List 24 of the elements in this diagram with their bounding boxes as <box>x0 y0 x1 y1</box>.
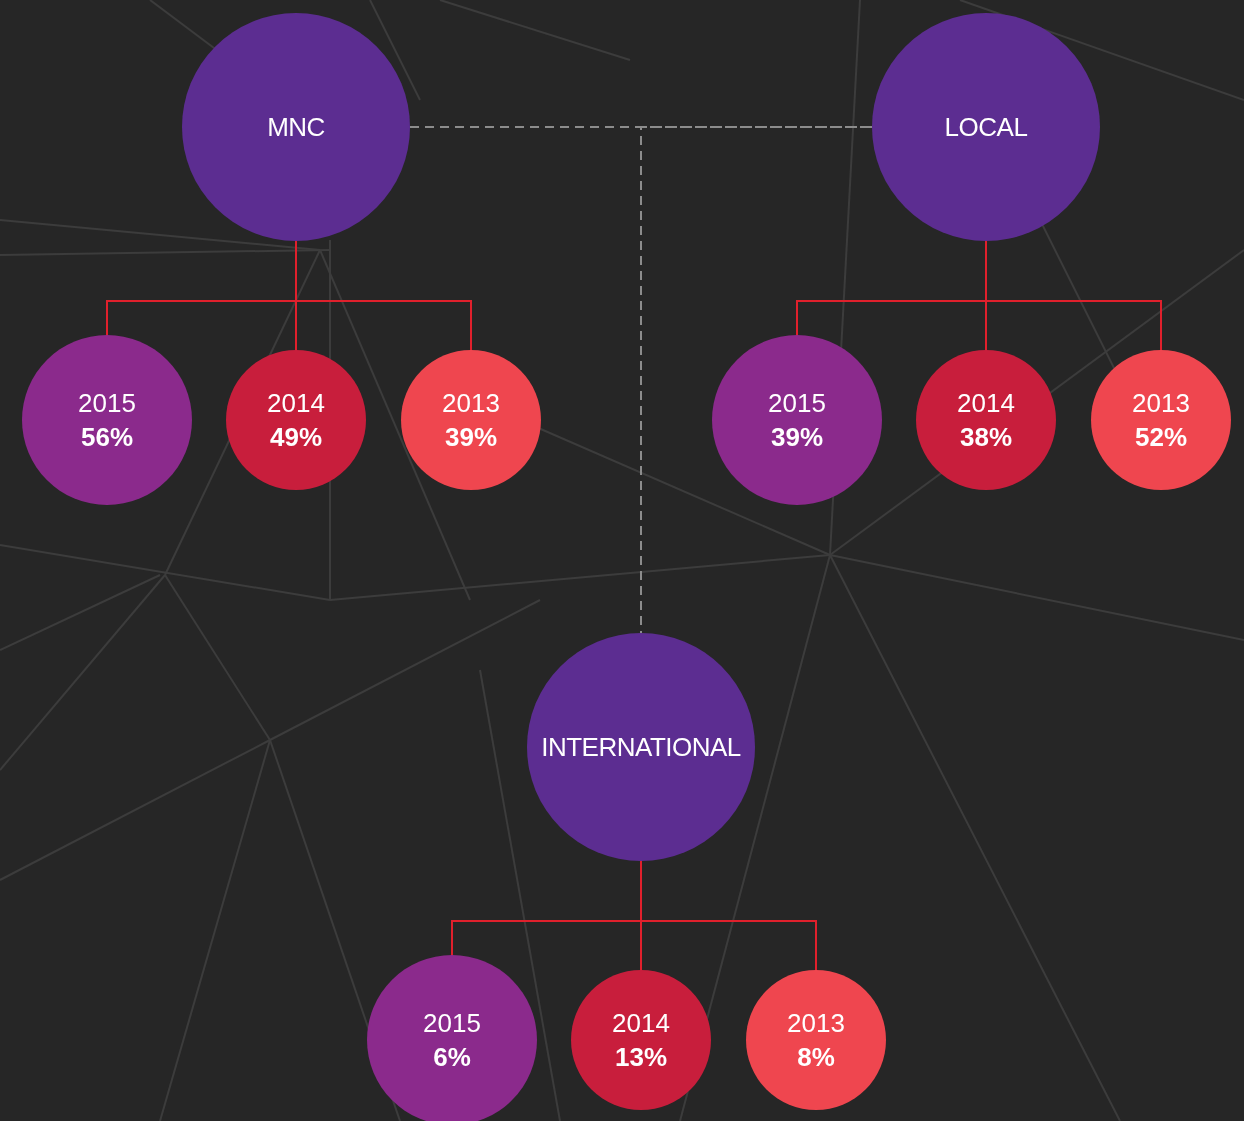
category-label: MNC <box>267 111 325 144</box>
connector-line <box>640 860 817 971</box>
year-label: 2013 <box>787 1007 845 1040</box>
percentage-value: 49% <box>269 421 322 454</box>
percentage-value: 6% <box>433 1041 471 1074</box>
percentage-value: 39% <box>444 421 497 454</box>
percentage-value: 56% <box>80 421 133 454</box>
percentage-value: 39% <box>770 421 823 454</box>
category-label: INTERNATIONAL <box>541 731 741 764</box>
percentage-value: 38% <box>959 421 1012 454</box>
connector-line <box>985 240 1162 351</box>
percentage-value: 13% <box>614 1041 667 1074</box>
year-label: 2015 <box>78 387 136 420</box>
category-label: LOCAL <box>944 111 1028 144</box>
percentage-value: 52% <box>1134 421 1187 454</box>
year-label: 2013 <box>442 387 500 420</box>
year-label: 2014 <box>612 1007 670 1040</box>
connector-line <box>295 240 472 351</box>
year-label: 2015 <box>768 387 826 420</box>
percentage-value: 8% <box>797 1041 835 1074</box>
year-label: 2013 <box>1132 387 1190 420</box>
year-label: 2015 <box>423 1007 481 1040</box>
year-label: 2014 <box>267 387 325 420</box>
year-label: 2014 <box>957 387 1015 420</box>
